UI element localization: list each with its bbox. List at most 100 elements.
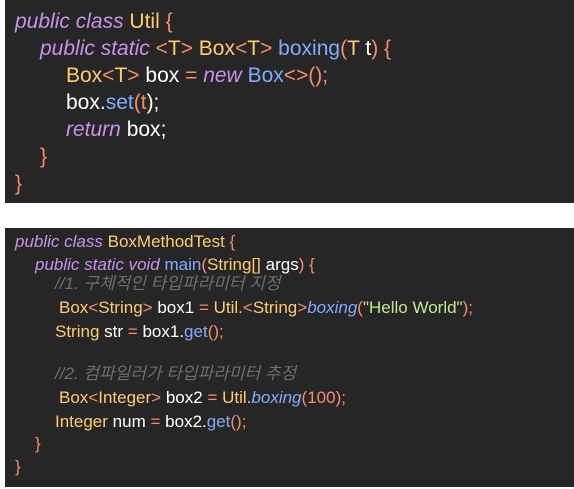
keyword: public [40, 37, 95, 60]
paren: ( [340, 37, 348, 60]
code-line: Integer num = box2.get(); [55, 412, 246, 432]
keyword: return [66, 118, 121, 141]
paren: ( [201, 255, 208, 274]
type: Box [59, 388, 89, 407]
return-type: Box [198, 37, 235, 60]
operator: = [185, 64, 198, 87]
object-ref: box1. [142, 322, 185, 341]
code-comment: //1. 구체적인 타입파라미터 지정 [55, 274, 280, 294]
method-name: main [164, 255, 202, 274]
angle-bracket: < [155, 37, 168, 60]
type: Integer [55, 412, 108, 431]
method-name: boxing [278, 37, 341, 60]
method-name: get [206, 412, 231, 431]
type: String [55, 322, 100, 341]
variable: box [66, 91, 100, 114]
operator: = [198, 298, 209, 317]
code-line: public static void main(String[] args) { [35, 255, 315, 275]
number-literal: 100 [307, 388, 336, 407]
method-name: boxing [307, 298, 358, 317]
comment: //1. 구체적인 타입파라미터 지정 [55, 274, 281, 293]
paren: ); [462, 298, 473, 317]
variable: box1 [157, 298, 195, 317]
code-line: } [35, 434, 41, 454]
angle-bracket: < [88, 388, 99, 407]
angle-bracket: > [151, 388, 162, 407]
diamond: <> [283, 64, 309, 87]
type-param: T [114, 64, 128, 87]
variable: str [104, 322, 124, 341]
keyword: class [64, 232, 103, 251]
paren: ); [335, 388, 346, 407]
type-arg: String [252, 298, 298, 317]
type: Box [59, 298, 89, 317]
param-type: String[] [207, 255, 261, 274]
keyword: class [75, 10, 124, 33]
code-line: Box<T> box = new Box<>(); [66, 64, 328, 88]
brace: } [15, 172, 23, 195]
code-block-util: public class Util { public static <T> Bo… [5, 0, 574, 203]
method-name: boxing [251, 388, 302, 407]
class-name: BoxMethodTest [107, 232, 225, 251]
variable: num [112, 412, 146, 431]
code-line: } [40, 145, 47, 169]
argument: t [140, 91, 147, 114]
keyword: void [128, 255, 160, 274]
keyword: static [84, 255, 124, 274]
dot: . [99, 91, 106, 114]
type-param: T [247, 37, 261, 60]
method-name: get [184, 322, 208, 341]
type-param: String [98, 298, 143, 317]
code-block-boxmethodtest: public class BoxMethodTest { public stat… [5, 228, 574, 487]
keyword: new [203, 64, 242, 87]
code-line: Box<Integer> box2 = Util.boxing(100); [59, 388, 346, 408]
keyword: public [15, 232, 60, 251]
angle-bracket: > [127, 64, 140, 87]
comment: //2. 컴파일러가 타입파라미터 추정 [55, 364, 297, 383]
type-param: Integer [98, 388, 152, 407]
brace: { [309, 255, 315, 274]
brace: { [229, 232, 236, 251]
angle-bracket: > [260, 37, 273, 60]
brace: { [165, 10, 173, 33]
brace: { [384, 37, 392, 60]
paren: ); [146, 91, 160, 114]
code-line: } [15, 172, 22, 196]
param-type: T [347, 37, 360, 60]
method-name: set [105, 91, 134, 114]
brace: } [35, 434, 41, 453]
call: (); [207, 322, 224, 341]
code-line: } [15, 457, 21, 477]
type: Box [66, 64, 103, 87]
variable: box [145, 64, 180, 87]
brace: } [40, 145, 48, 168]
call: (); [230, 412, 247, 431]
semicolon: ; [160, 118, 167, 141]
constructor: Box [247, 64, 284, 87]
code-line: Box<String> box1 = Util.<String>boxing("… [59, 298, 473, 318]
variable: box [126, 118, 161, 141]
code-line: public class BoxMethodTest { [15, 232, 235, 252]
paren: ) [371, 37, 379, 60]
class-ref: Util. [213, 298, 243, 317]
angle-bracket: > [297, 298, 308, 317]
angle-bracket: < [102, 64, 115, 87]
code-line: String str = box1.get(); [55, 322, 224, 342]
code-line: return box; [66, 118, 166, 142]
param-name: t [365, 37, 372, 60]
angle-bracket: < [88, 298, 99, 317]
type-param: T [167, 37, 181, 60]
keyword: public [35, 255, 80, 274]
paren: ( [357, 298, 363, 317]
keyword: static [100, 37, 150, 60]
angle-bracket: > [180, 37, 193, 60]
object-ref: box2. [165, 412, 207, 431]
string-literal: "Hello World" [362, 298, 463, 317]
angle-bracket: < [242, 298, 253, 317]
angle-bracket: > [142, 298, 153, 317]
brace: } [15, 457, 21, 476]
keyword: public [15, 10, 70, 33]
variable: box2 [165, 388, 203, 407]
operator: = [127, 322, 138, 341]
operator: = [207, 388, 218, 407]
